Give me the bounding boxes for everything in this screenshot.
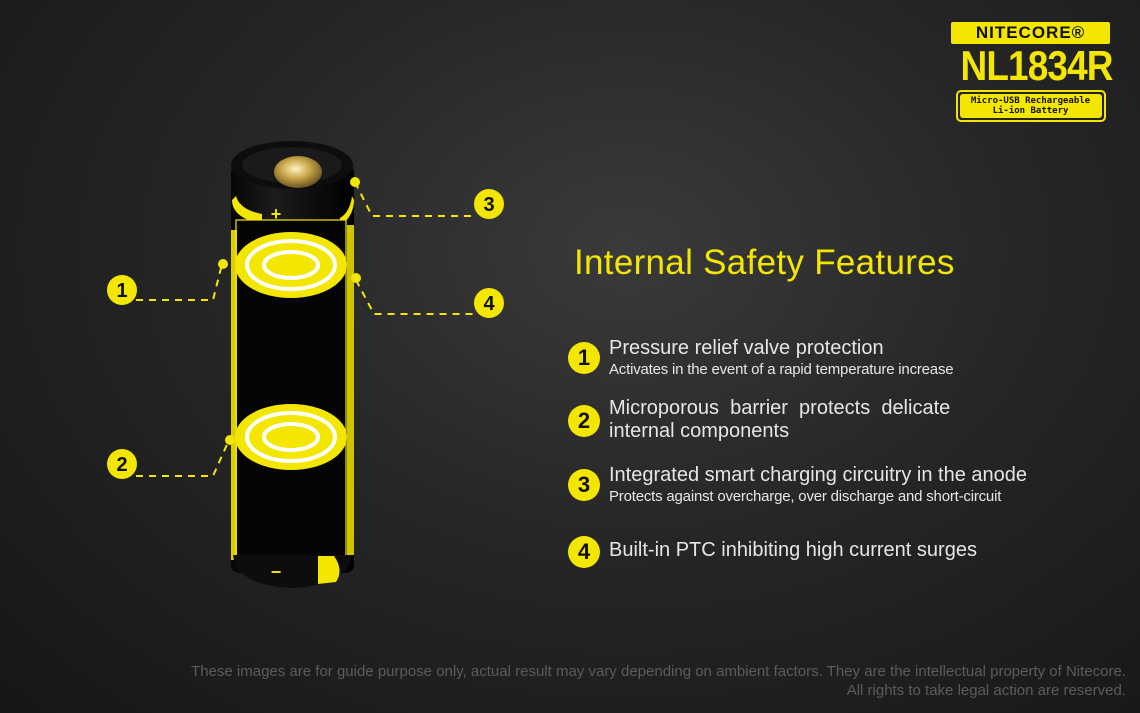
callout-badge-2: 2: [107, 449, 137, 479]
svg-text:4: 4: [483, 293, 495, 315]
leader-line-3: [354, 181, 476, 217]
anchor-dot-2: [225, 435, 235, 445]
feature-number: 3: [568, 469, 600, 501]
logo-brand: NITECORE®: [951, 22, 1110, 44]
feature-number: 2: [568, 405, 600, 437]
plus-label: +: [271, 204, 282, 224]
minus-label: −: [271, 562, 282, 582]
feature-title: Integrated smart charging circuitry in t…: [609, 464, 1027, 486]
logo-tag: Micro-USB Rechargeable Li-ion Battery: [955, 90, 1106, 122]
disclaimer-line2: All rights to take legal action are rese…: [846, 682, 1126, 699]
valve-ring: [235, 232, 347, 298]
disclaimer-line1: These images are for guide purpose only,…: [191, 663, 1126, 680]
anchor-dot-4: [351, 273, 361, 283]
logo-model: NL1834R: [960, 42, 1114, 89]
logo-tag-line2: Li-ion Battery: [992, 106, 1069, 116]
anchor-dot-1: [218, 259, 228, 269]
battery: + −: [231, 141, 354, 588]
svg-text:2: 2: [116, 454, 127, 476]
feature-number: 1: [568, 342, 600, 374]
barrier-ring: [235, 404, 347, 470]
leader-line-2: [136, 439, 230, 477]
feature-number: 4: [568, 536, 600, 568]
leader-line-1: [136, 263, 223, 301]
positive-terminal: [274, 156, 322, 188]
logo-tag-line1: Micro-USB Rechargeable: [970, 96, 1091, 106]
anchor-dot-3: [350, 177, 360, 187]
svg-text:3: 3: [483, 194, 494, 216]
brand-logo: NITECORE® NL1834R Micro-USB Rechargeable…: [951, 22, 1114, 122]
feature-description: Activates in the event of a rapid temper…: [609, 361, 954, 378]
feature-title: Pressure relief valve protection: [609, 337, 884, 359]
callout-badge-1: 1: [107, 275, 137, 305]
callout-badge-3: 3: [474, 189, 504, 219]
svg-text:1: 1: [116, 280, 127, 302]
leader-line-4: [355, 279, 476, 315]
feature-title: Microporous barrier protects delicate: [609, 397, 951, 419]
callout-badge-4: 4: [474, 288, 504, 318]
disclaimer: These images are for guide purpose only,…: [191, 662, 1126, 700]
feature-title: Built-in PTC inhibiting high current sur…: [609, 539, 977, 561]
section-title: Internal Safety Features: [574, 243, 955, 282]
feature-description: Protects against overcharge, over discha…: [609, 488, 1002, 505]
feature-title-line2: internal components: [609, 420, 790, 442]
